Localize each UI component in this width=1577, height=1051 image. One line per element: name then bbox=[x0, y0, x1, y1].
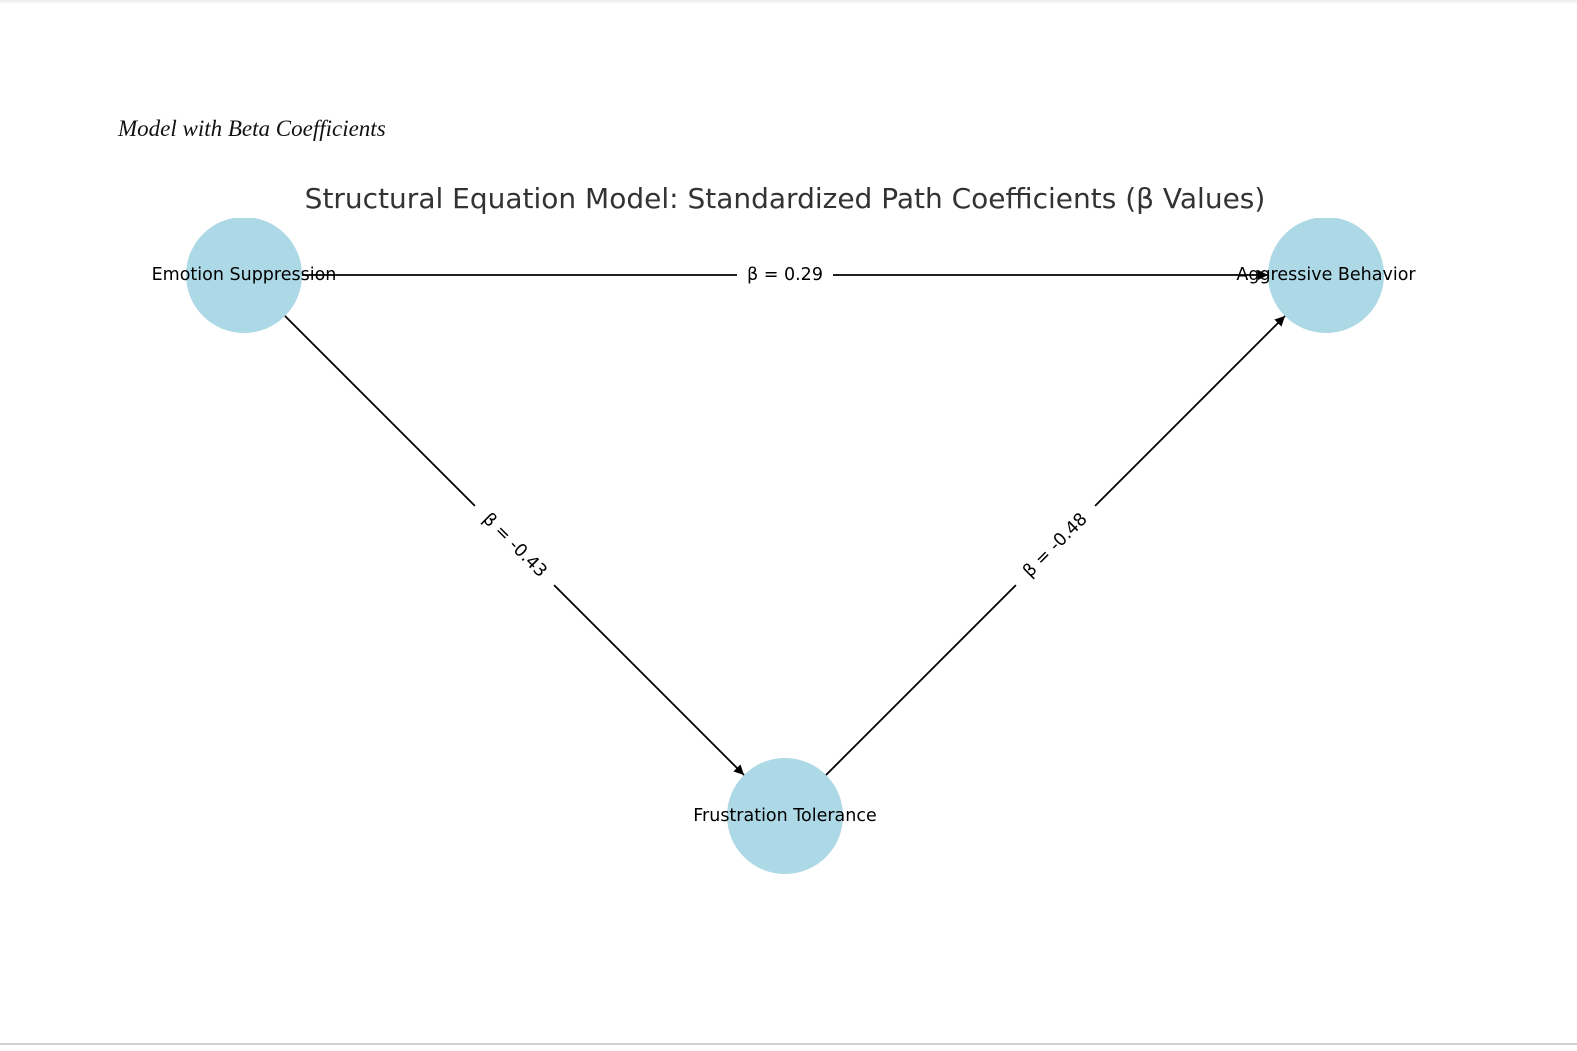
edge-frustration-tolerance-to-aggressive-behavior-segment bbox=[825, 584, 1017, 776]
node-emotion-suppression bbox=[186, 218, 302, 333]
bottom-border bbox=[0, 1043, 1577, 1045]
figure-subtitle: Model with Beta Coefficients bbox=[118, 116, 386, 141]
node-label-aggressive-behavior: Aggressive Behavior bbox=[1236, 265, 1416, 285]
node-label-emotion-suppression: Emotion Suppression bbox=[152, 265, 337, 285]
edge-frustration-tolerance-to-aggressive-behavior-arrow bbox=[1094, 315, 1286, 507]
edge-label-emotion-suppression-to-frustration-tolerance: β = -0.43 bbox=[478, 509, 550, 581]
node-aggressive-behavior bbox=[1268, 218, 1384, 333]
node-frustration-tolerance bbox=[727, 758, 843, 874]
edge-emotion-suppression-to-frustration-tolerance-arrow bbox=[553, 584, 745, 776]
edge-emotion-suppression-to-frustration-tolerance-segment bbox=[284, 315, 476, 507]
edge-label-frustration-tolerance-to-aggressive-behavior: β = -0.48 bbox=[1019, 509, 1091, 581]
edge-label-emotion-suppression-to-aggressive-behavior: β = 0.29 bbox=[747, 265, 823, 285]
diagram-title: Structural Equation Model: Standardized … bbox=[305, 182, 1266, 215]
top-border bbox=[0, 0, 1577, 4]
node-label-frustration-tolerance: Frustration Tolerance bbox=[693, 806, 877, 826]
